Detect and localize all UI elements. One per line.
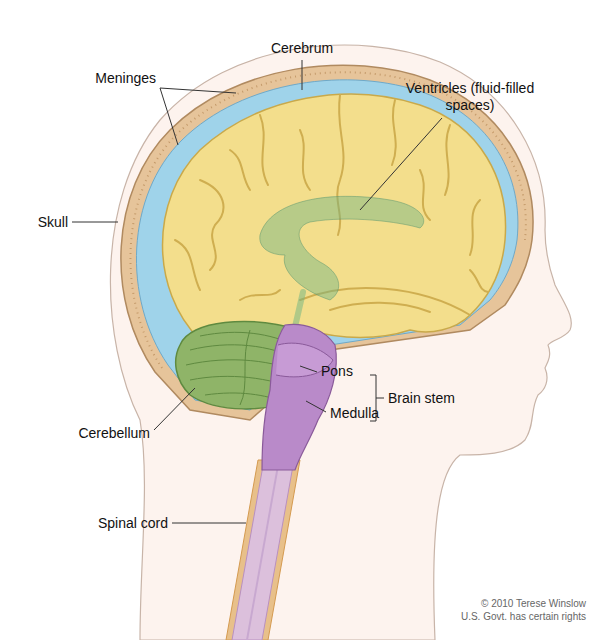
- copyright-note: © 2010 Terese Winslow: [481, 598, 586, 610]
- part-label: Meninges: [95, 70, 156, 87]
- part-label: Brain stem: [388, 390, 455, 407]
- part-label: Cerebrum: [271, 40, 333, 57]
- part-label: Medulla: [330, 405, 379, 422]
- part-label: Ventricles (fluid-filled spaces): [395, 80, 545, 114]
- copyright-note: U.S. Govt. has certain rights: [461, 611, 586, 623]
- part-label: Pons: [321, 363, 353, 380]
- part-label: Spinal cord: [98, 515, 168, 532]
- part-label: Cerebellum: [78, 425, 150, 442]
- part-label: Skull: [38, 214, 68, 231]
